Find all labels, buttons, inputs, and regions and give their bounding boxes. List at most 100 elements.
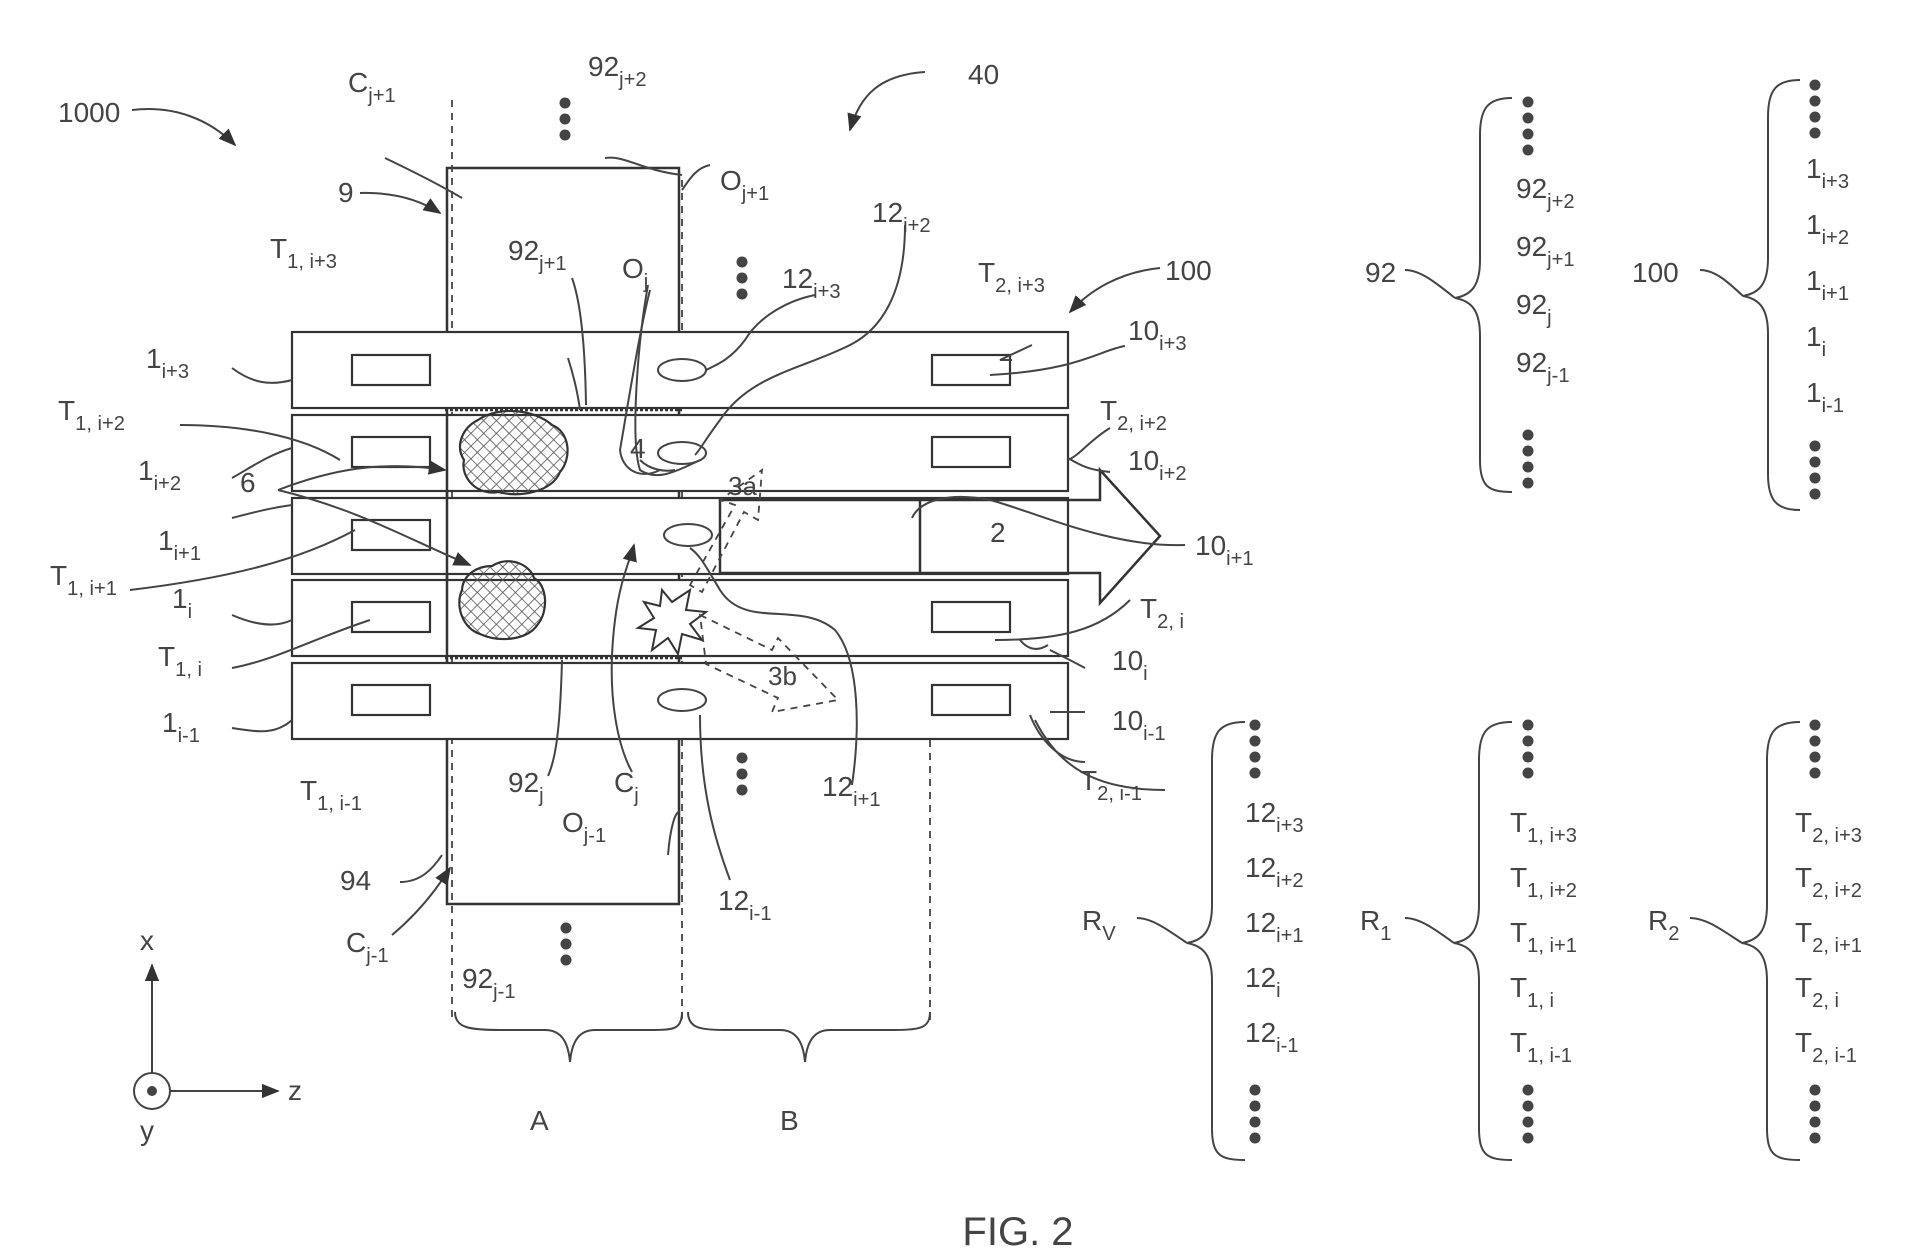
label-group-2-name: RV [1082,905,1116,945]
ellipsis-dot [737,785,748,796]
ellipsis-dot [1523,478,1534,489]
ellipsis-dot [1523,1133,1534,1144]
ellipsis-dot [1810,1085,1821,1096]
ellipsis-dot [1810,128,1821,139]
ellipsis-dot [561,939,572,950]
ellipsis-dot [1250,736,1261,747]
label-O-jm1: Oj-1 [562,807,606,847]
label-c1-im1: 1i-1 [162,707,200,747]
label-group-1-item-4: 1i-1 [1806,377,1844,417]
label-group-4-item-4: T2, i-1 [1795,1027,1857,1067]
label-O-jp1: Oj+1 [720,165,769,205]
sensor-t2-i [932,602,1010,632]
brace-B [688,1012,930,1062]
label-s12-ip1: 12i+1 [822,771,881,811]
ellipsis-dot [1810,720,1821,731]
ellipsis-dot [1523,97,1534,108]
brace-A [455,1012,682,1062]
label-group-3-name: R1 [1360,905,1391,945]
label-device: 1000 [58,97,120,128]
label-w10-im1: 10i-1 [1112,705,1166,745]
ellipsis-dot [560,98,571,109]
ellipsis-dot [1250,768,1261,779]
ellipsis-dot [1810,1101,1821,1112]
label-T1-ip3: T1, i+3 [270,233,337,273]
label-ref-2: 2 [990,517,1006,548]
group-brace-92 [1455,98,1512,492]
label-w10-i: 10i [1112,645,1148,685]
sensor-t1-i+3 [352,355,430,385]
ellipsis-dot [1523,720,1534,731]
label-group-4-name: R2 [1648,905,1679,945]
ellipsis-dot [1523,446,1534,457]
label-group-0-item-2: 92j [1516,289,1552,329]
label-T1-im1: T1, i-1 [300,775,362,815]
label-O-j: Oj [622,253,648,293]
label-ref-9: 9 [338,177,354,208]
label-T2-im1: T2, i-1 [1080,765,1142,805]
ellipsis-dot [1523,1117,1534,1128]
gas-cloud-lower [459,561,545,639]
ellipsis-dot [1810,457,1821,468]
ellipsis-dot [1250,720,1261,731]
ellipsis-dot [737,257,748,268]
label-s12-im1: 12i-1 [718,885,772,925]
label-T1-ip1: T1, i+1 [50,560,117,600]
ellipsis-dot [1810,441,1821,452]
label-group-1-item-3: 1i [1806,321,1826,361]
ellipsis-dot [561,923,572,934]
label-region-A: A [530,1105,549,1136]
label-group-4-item-3: T2, i [1795,972,1839,1012]
ellipsis-dot [1810,489,1821,500]
label-ref-3a: 3a [728,471,757,501]
label-group-4-item-2: T2, i+1 [1795,917,1862,957]
label-c1-i: 1i [172,583,192,623]
ellipsis-dot [560,114,571,125]
ellipsis-dot [1250,1101,1261,1112]
ellipsis-dot [1523,768,1534,779]
ellipsis-dot [1810,112,1821,123]
ellipsis-dot [1523,113,1534,124]
ellipsis-dot [1810,80,1821,91]
ellipsis-dot [1810,96,1821,107]
group-brace-r2 [1742,722,1800,1160]
label-group-0-item-1: 92j+1 [1516,231,1575,271]
label-axis-y: y [140,1115,154,1146]
sensor-t2-i+3 [932,355,1010,385]
label-group-1-item-0: 1i+3 [1806,153,1849,193]
label-group-1-item-2: 1i+1 [1806,265,1849,305]
ellipsis-dot [1810,1117,1821,1128]
ellipsis-dot [1250,1085,1261,1096]
label-c1-ip3: 1i+3 [146,343,189,383]
ellipsis-dot [1250,752,1261,763]
ellipsis-dot [1523,1101,1534,1112]
label-c1-ip2: 1i+2 [138,455,181,495]
ellipsis-dot [1810,1133,1821,1144]
label-ref-92-j: 92j [508,767,544,807]
ellipsis-dot [561,955,572,966]
ellipsis-dot [737,273,748,284]
sensor-t2-i+2 [932,437,1010,467]
sensor-t1-i [352,602,430,632]
group-brace-r1 [1454,722,1512,1160]
label-ref-100: 100 [1165,255,1212,286]
label-ref-92-jp2: 92j+2 [588,51,647,91]
label-group-0-name: 92 [1365,257,1396,288]
ellipsis-dot [1810,736,1821,747]
label-group-1-name: 100 [1632,257,1679,288]
label-axis-z: z [288,1075,302,1106]
ellipsis-dot [1250,1117,1261,1128]
ellipsis-dot [1523,462,1534,473]
ellipsis-dot [1810,473,1821,484]
ellipsis-dot [1523,145,1534,156]
group-brace-100 [1743,80,1800,510]
gas-cloud-upper [460,411,568,494]
label-s12-ip2: 12i+2 [872,197,931,237]
label-T1-i: T1, i [158,641,202,681]
sensor-t2-i-1 [932,685,1010,715]
sensor-t1-i+1 [352,520,430,550]
label-group-0-item-3: 92j-1 [1516,347,1570,387]
figure-caption: FIG. 2 [962,1210,1073,1248]
label-ref-94: 94 [340,865,371,896]
